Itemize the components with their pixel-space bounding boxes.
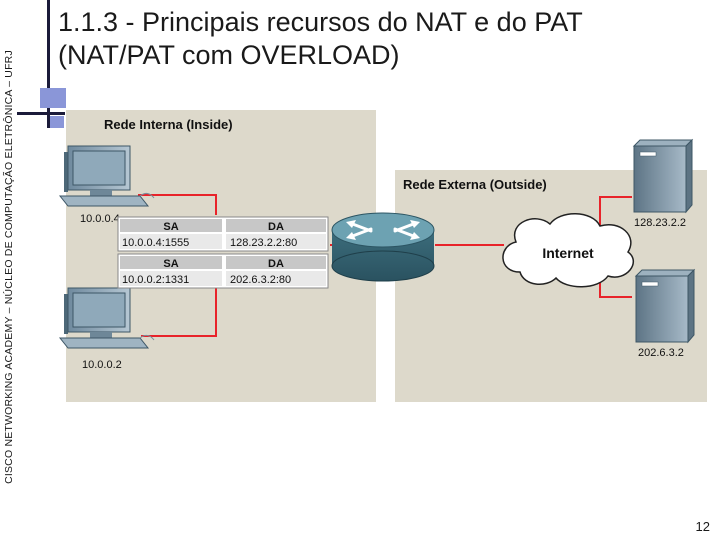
- outside-label: Rede Externa (Outside): [403, 177, 547, 192]
- server-b-address: 202.6.3.2: [638, 347, 684, 359]
- table-2-sa-value: 10.0.0.2:1331: [122, 274, 189, 286]
- host-b-address: 10.0.0.2: [82, 359, 122, 371]
- table-1-da-value: 128.23.2.2:80: [230, 237, 297, 249]
- computer-icon: [58, 145, 155, 207]
- table-2-sa-header: SA: [163, 258, 178, 270]
- decorative-block: [40, 88, 66, 108]
- table-2-da-header: DA: [268, 258, 284, 270]
- table-1-sa-header: SA: [163, 221, 178, 233]
- internet-label: Internet: [542, 245, 594, 261]
- computer-icon: [58, 287, 155, 349]
- decorative-horizontal-bar: [17, 112, 65, 115]
- table-1-da-header: DA: [268, 221, 284, 233]
- nat-table-2: SA DA 10.0.0.2:1331 202.6.3.2:80: [117, 253, 329, 289]
- page-number: 12: [695, 519, 710, 534]
- title-line-1: 1.1.3 - Principais recursos do NAT e do …: [58, 7, 583, 37]
- host-a-address: 10.0.0.4: [80, 213, 120, 225]
- server-icon: [634, 268, 696, 344]
- decorative-block: [50, 116, 64, 128]
- router-icon: [331, 212, 435, 282]
- title-line-2: (NAT/PAT com OVERLOAD): [58, 40, 400, 70]
- table-2-da-value: 202.6.3.2:80: [230, 274, 291, 286]
- table-1-sa-value: 10.0.0.4:1555: [122, 237, 189, 249]
- decorative-vertical-bar: [47, 0, 50, 128]
- nat-table-1: SA DA 10.0.0.4:1555 128.23.2.2:80: [117, 216, 329, 252]
- server-icon: [632, 138, 694, 214]
- slide-title: 1.1.3 - Principais recursos do NAT e do …: [58, 6, 708, 72]
- internet-cloud-icon: [502, 213, 635, 288]
- server-a-address: 128.23.2.2: [634, 217, 686, 229]
- inside-label: Rede Interna (Inside): [104, 117, 233, 132]
